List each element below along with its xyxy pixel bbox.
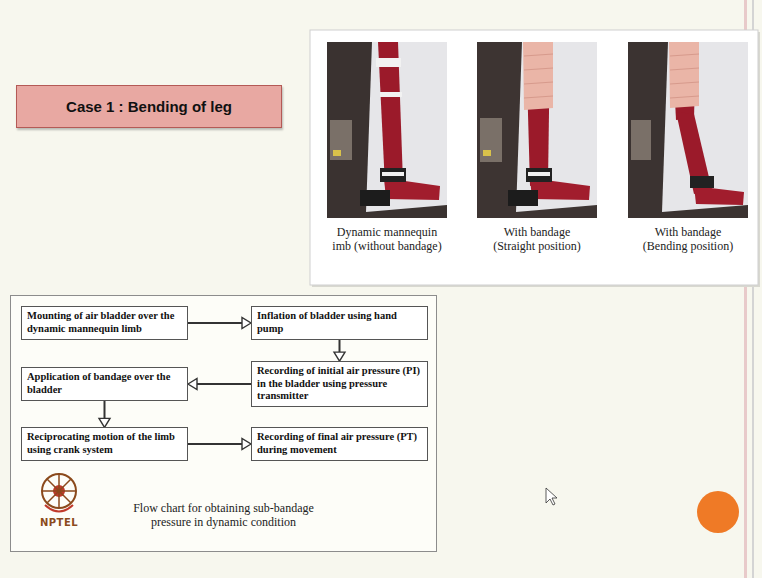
foot: [694, 186, 744, 205]
process-box: Recording of final air pressure (PT) dur…: [251, 427, 428, 460]
process-box: Inflation of bladder using hand pump: [251, 306, 428, 339]
photo-caption: With bandage (Bending position): [638, 225, 738, 254]
flow-arrow: [188, 439, 251, 450]
process-box: Recording of initial air pressure (PI) i…: [251, 361, 428, 407]
emblem-spokes: [42, 474, 76, 508]
bandage: [669, 42, 699, 108]
step-text: Inflation of bladder using hand pump: [257, 310, 422, 335]
flow-arrow: [99, 401, 110, 428]
arrow-shaft: [188, 443, 242, 445]
photo-caption: With bandage (Straight position): [487, 225, 587, 254]
ankle-strap: [382, 172, 404, 176]
bandage: [523, 42, 553, 110]
ankle-strap: [690, 176, 714, 188]
emblem-ring: [42, 474, 76, 508]
photo-ground: [477, 42, 597, 218]
process-box: Application of bandage over the bladder: [21, 367, 188, 400]
photo-caption: Dynamic mannequin imb (without bandage): [330, 225, 444, 254]
arrow-shaft: [104, 401, 106, 419]
arrow-shaft: [197, 383, 251, 385]
arrow-shaft: [188, 322, 242, 324]
logo-text: NPTEL: [29, 517, 89, 528]
title-text: Case 1 : Bending of leg: [66, 98, 232, 115]
process-box: Reciprocating motion of the limb using c…: [21, 427, 188, 460]
mouse-cursor: [546, 488, 557, 505]
photo-ground: [327, 42, 447, 218]
emblem-base: [45, 505, 73, 512]
photo-without-bandage: [327, 42, 447, 218]
flowchart-caption: Flow chart for obtaining sub-bandage pre…: [121, 501, 326, 530]
backboard: [662, 42, 748, 212]
step-text: Application of bandage over the bladder: [27, 371, 182, 396]
crank-mount: [508, 190, 538, 206]
backboard: [516, 42, 597, 212]
ankle-strap: [380, 168, 406, 182]
process-box: Mounting of air bladder over the dynamic…: [21, 306, 188, 339]
orange-button: [697, 491, 739, 533]
arrow-head: [242, 318, 251, 329]
photo-straight: [477, 42, 597, 218]
case-title-box: Case 1 : Bending of leg: [16, 85, 282, 128]
machine-part: [631, 120, 651, 160]
backboard: [366, 42, 447, 212]
step-text: Reciprocating motion of the limb using c…: [27, 431, 182, 456]
panel-ground: [310, 30, 758, 285]
crank-mount: [360, 190, 390, 206]
flow-arrow: [188, 318, 251, 329]
step-text: Recording of final air pressure (PT) dur…: [257, 431, 422, 456]
arrow-shaft: [339, 340, 341, 353]
machine-part: [480, 118, 502, 162]
panel-shadow: [312, 32, 760, 287]
strap: [380, 92, 402, 97]
machine-part: [330, 120, 352, 160]
bandage-turns: [524, 54, 553, 98]
ankle-strap: [528, 172, 550, 176]
machine-part: [483, 150, 491, 156]
photo-bending: [628, 42, 748, 218]
flowchart-panel: Flow chart for obtaining sub-bandage pre…: [10, 295, 437, 552]
step-text: Recording of initial air pressure (PI) i…: [257, 365, 422, 403]
arrow-head: [334, 352, 345, 361]
flow-arrow: [188, 379, 251, 390]
photo-ground: [628, 42, 748, 218]
flowchart-ground: [10, 295, 437, 552]
photo-panel: [310, 30, 760, 287]
ankle-strap: [526, 168, 552, 182]
step-text: Mounting of air bladder over the dynamic…: [27, 310, 182, 335]
bandage-turns: [670, 54, 699, 98]
nptel-emblem: [42, 474, 76, 512]
machine-part: [333, 150, 341, 156]
flow-arrow: [334, 340, 345, 362]
arrow-head: [242, 439, 251, 450]
arrow-head: [188, 379, 197, 390]
arrow-head: [99, 418, 110, 427]
strap: [376, 58, 401, 67]
